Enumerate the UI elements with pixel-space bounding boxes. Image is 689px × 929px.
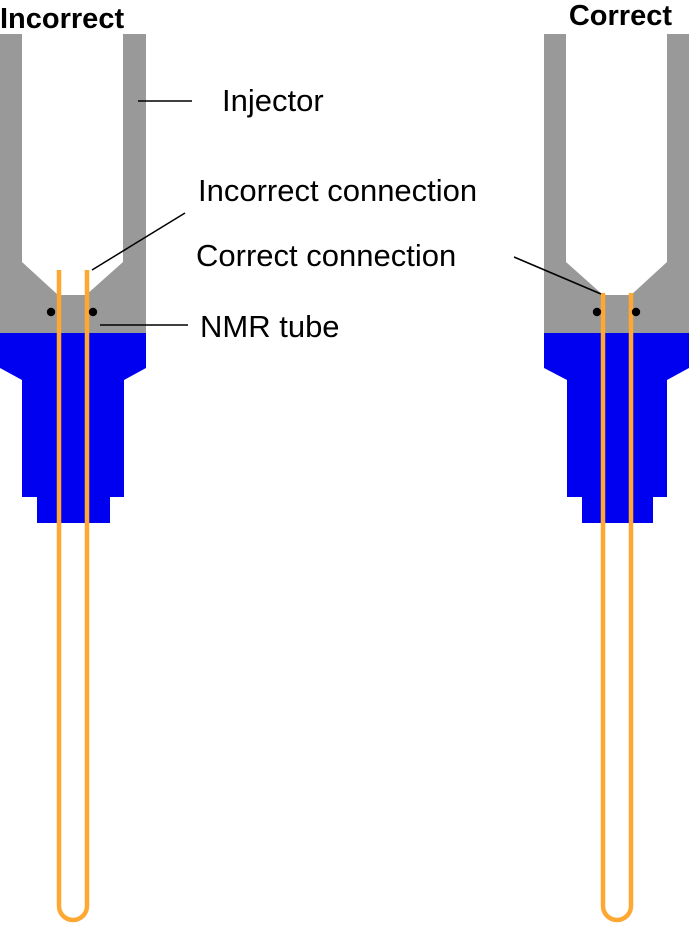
holder-right bbox=[544, 333, 689, 523]
seal-dot-right-1 bbox=[592, 307, 602, 317]
injector-body-left bbox=[0, 34, 146, 333]
leader-correct-connection bbox=[513, 256, 602, 295]
label-nmr-tube: NMR tube bbox=[200, 309, 340, 344]
label-correct-connection: Correct connection bbox=[196, 238, 456, 273]
label-incorrect-connection: Incorrect connection bbox=[198, 173, 477, 208]
title-incorrect: Incorrect bbox=[0, 3, 124, 35]
incorrect-assembly bbox=[0, 34, 146, 923]
leader-incorrect-connection bbox=[91, 212, 186, 271]
nmr-tube-right bbox=[600, 293, 634, 923]
label-injector: Injector bbox=[222, 83, 324, 118]
seal-dot-left-1 bbox=[46, 307, 56, 317]
seal-dot-left-2 bbox=[88, 307, 98, 317]
injector-body-right bbox=[544, 34, 689, 333]
title-correct: Correct bbox=[569, 0, 672, 32]
seal-dot-right-2 bbox=[631, 307, 641, 317]
nmr-tube-left bbox=[56, 270, 90, 923]
correct-assembly bbox=[544, 34, 689, 923]
holder-left bbox=[0, 333, 146, 523]
